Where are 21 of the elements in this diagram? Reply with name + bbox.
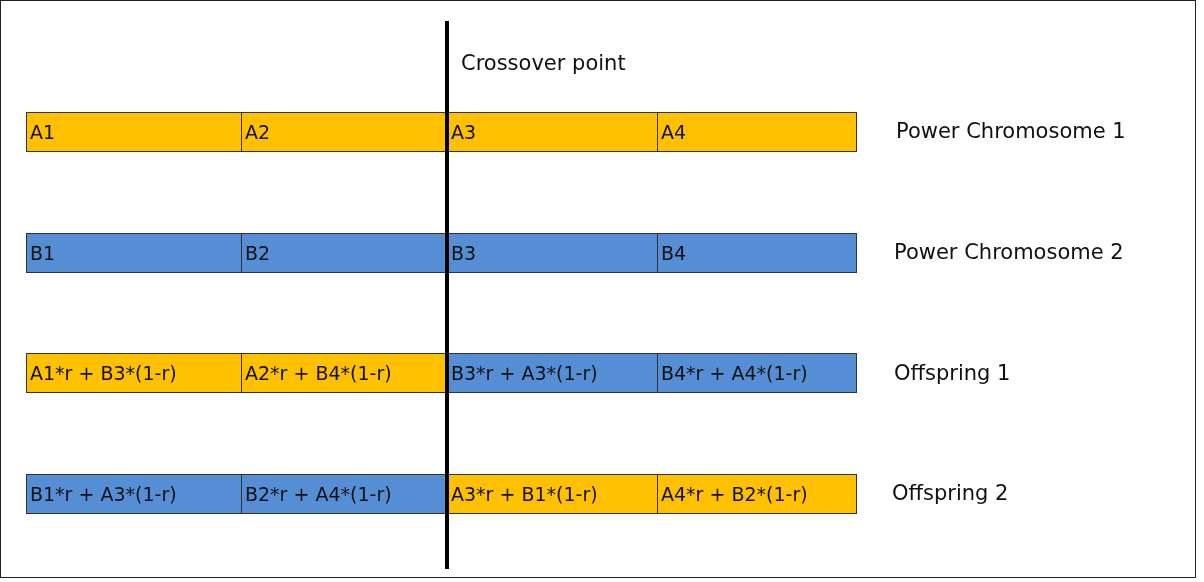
gene-cell: A2 (241, 112, 448, 152)
gene-cell: B3*r + A3*(1-r) (447, 353, 658, 393)
row-label: Power Chromosome 2 (894, 240, 1124, 264)
gene-cell: A3 (447, 112, 658, 152)
row-label: Offspring 2 (892, 481, 1009, 505)
gene-cell: A4 (657, 112, 857, 152)
crossover-label: Crossover point (461, 51, 626, 75)
gene-cell: A1 (26, 112, 242, 152)
gene-cell: B1*r + A3*(1-r) (26, 474, 242, 514)
gene-cell: B3 (447, 233, 658, 273)
row-label: Offspring 1 (894, 361, 1011, 385)
gene-cell: B2*r + A4*(1-r) (241, 474, 448, 514)
gene-cell: B4 (657, 233, 857, 273)
gene-cell: A1*r + B3*(1-r) (26, 353, 242, 393)
gene-cell: A3*r + B1*(1-r) (447, 474, 658, 514)
gene-cell: B2 (241, 233, 448, 273)
gene-cell: B4*r + A4*(1-r) (657, 353, 857, 393)
gene-cell: A2*r + B4*(1-r) (241, 353, 448, 393)
gene-cell: B1 (26, 233, 242, 273)
gene-cell: A4*r + B2*(1-r) (657, 474, 857, 514)
row-label: Power Chromosome 1 (896, 119, 1126, 143)
